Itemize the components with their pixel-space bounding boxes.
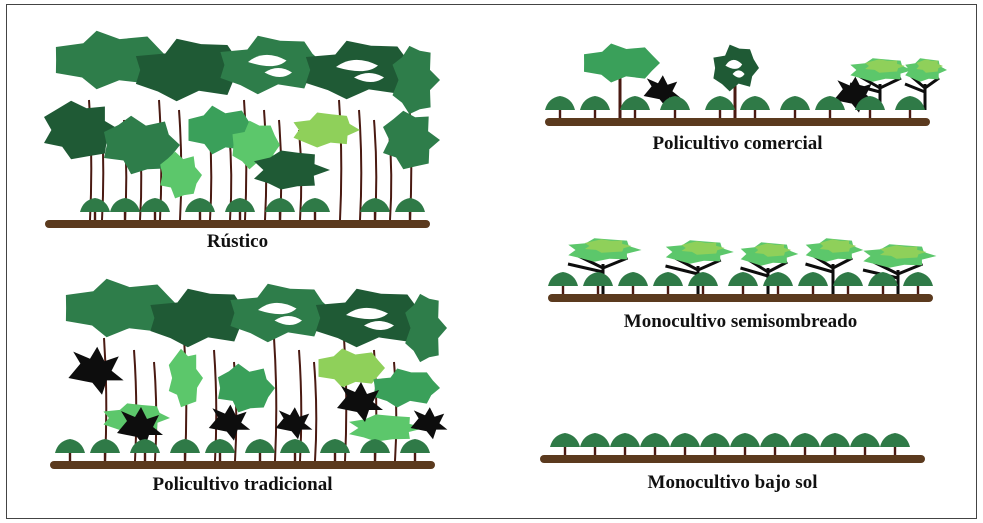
- tree-trunk: [314, 362, 316, 461]
- coffee-shrub: [300, 198, 330, 212]
- coffee-shrub: [728, 272, 758, 286]
- coffee-shrub: [140, 198, 170, 212]
- tree-canopy: [169, 349, 203, 407]
- policultivo-comercial-illustration: [540, 38, 935, 133]
- panel-label-monocultivo-bajo-sol: Monocultivo bajo sol: [535, 472, 930, 494]
- coffee-shrub: [550, 433, 580, 447]
- coffee-shrub: [730, 433, 760, 447]
- coffee-shrub: [640, 433, 670, 447]
- monocultivo-semisombreado-illustration: [543, 234, 938, 309]
- coffee-shrub: [610, 433, 640, 447]
- coffee-shrub: [548, 272, 578, 286]
- coffee-shrub: [225, 198, 255, 212]
- coffee-shrub: [798, 272, 828, 286]
- ground-strip: [540, 455, 925, 463]
- panel-label-policultivo-tradicional: Policultivo tradicional: [45, 474, 440, 496]
- panel-label-policultivo-comercial: Policultivo comercial: [540, 133, 935, 155]
- coffee-shrub: [895, 96, 925, 110]
- coffee-shrub: [833, 272, 863, 286]
- coffee-shrub: [670, 433, 700, 447]
- panel-policultivo-comercial: Policultivo comercial: [540, 38, 935, 158]
- shade-tree-silhouette: [276, 407, 313, 439]
- policultivo-tradicional-illustration: [45, 278, 440, 476]
- coffee-shrub: [760, 433, 790, 447]
- coffee-shrub: [110, 198, 140, 212]
- coffee-shrub: [868, 272, 898, 286]
- coffee-shrub: [903, 272, 933, 286]
- coffee-shrub: [400, 439, 430, 453]
- coffee-shrub: [360, 439, 390, 453]
- tree-canopy: [294, 113, 361, 148]
- coffee-shrub: [395, 198, 425, 212]
- panel-policultivo-tradicional: Policultivo tradicional: [45, 278, 440, 498]
- ground-strip: [545, 118, 930, 126]
- tree-trunk: [359, 110, 361, 220]
- coffee-shrub: [265, 198, 295, 212]
- coffee-shrub: [700, 433, 730, 447]
- coffee-shrub: [740, 96, 770, 110]
- coffee-shrub: [850, 433, 880, 447]
- monocultivo-bajo-sol-illustration: [535, 430, 930, 470]
- coffee-shrub: [205, 439, 235, 453]
- coffee-shrub: [580, 433, 610, 447]
- tree-canopy: [374, 369, 441, 408]
- ground-strip: [45, 220, 430, 228]
- coffee-shrub: [545, 96, 575, 110]
- coffee-shrub: [80, 198, 110, 212]
- coffee-shrub: [245, 439, 275, 453]
- coffee-shrub: [880, 433, 910, 447]
- coffee-shrub: [820, 433, 850, 447]
- ground-strip: [50, 461, 435, 469]
- coffee-shrub: [55, 439, 85, 453]
- rustico-illustration: [40, 30, 435, 235]
- panel-monocultivo-semisombreado: Monocultivo semisombreado: [543, 234, 938, 344]
- tree-canopy: [218, 364, 275, 413]
- tree-canopy: [584, 44, 660, 83]
- coffee-shrub: [170, 439, 200, 453]
- coffee-shrub: [653, 272, 683, 286]
- ground-strip: [548, 294, 933, 302]
- coffee-shrub: [618, 272, 648, 286]
- panel-rustico: Rústico: [40, 30, 435, 255]
- coffee-shrub: [780, 96, 810, 110]
- coffee-shrub: [790, 433, 820, 447]
- coffee-shrub: [90, 439, 120, 453]
- coffee-shrub: [580, 96, 610, 110]
- tree-trunk: [274, 338, 276, 461]
- panel-monocultivo-bajo-sol: Monocultivo bajo sol: [535, 430, 930, 500]
- coffee-shrub: [280, 439, 310, 453]
- panel-label-monocultivo-semisombreado: Monocultivo semisombreado: [543, 311, 938, 333]
- coffee-shrub: [705, 96, 735, 110]
- shade-tree-silhouette: [68, 347, 123, 395]
- coffee-shrub: [620, 96, 650, 110]
- coffee-shrub: [360, 198, 390, 212]
- coffee-shrub: [583, 272, 613, 286]
- panel-label-rustico: Rústico: [40, 231, 435, 253]
